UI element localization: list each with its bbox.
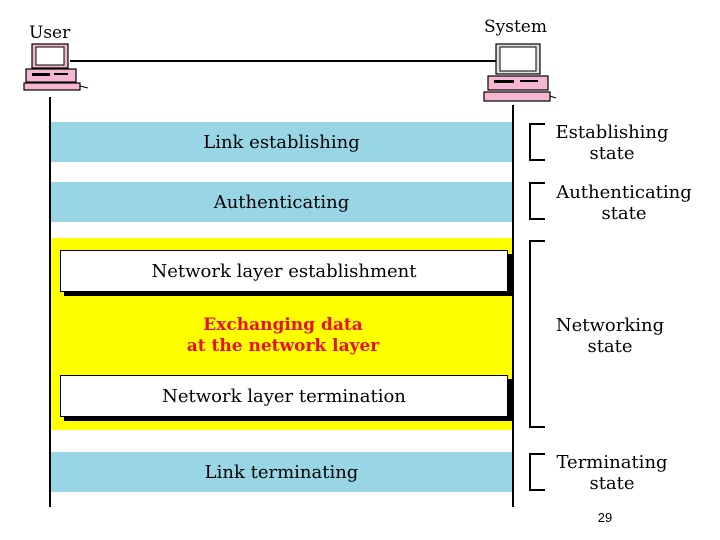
authenticating-state-line2: state bbox=[601, 203, 647, 224]
network-layer-establishment-box: Network layer establishment bbox=[60, 250, 508, 292]
link-establishing-band: Link establishing bbox=[51, 122, 512, 162]
establishing-state-line1: Establishing bbox=[555, 122, 669, 143]
terminating-state-line1: Terminating bbox=[556, 452, 668, 473]
system-computer-icon bbox=[483, 43, 557, 102]
system-label: System bbox=[484, 17, 547, 37]
network-layer-termination-label: Network layer termination bbox=[162, 385, 406, 407]
network-layer-termination-box: Network layer termination bbox=[60, 375, 508, 417]
networking-state-label: Networking state bbox=[535, 315, 685, 357]
exchanging-data-line2: at the network layer bbox=[186, 336, 380, 356]
terminating-state-line2: state bbox=[589, 473, 635, 494]
authenticating-state-label: Authenticating state bbox=[549, 182, 699, 224]
establishing-state-label: Establishing state bbox=[537, 122, 687, 164]
exchanging-data-text: Exchanging data at the network layer bbox=[60, 315, 506, 357]
user-timeline bbox=[49, 97, 51, 507]
link-terminating-label: Link terminating bbox=[204, 461, 359, 483]
authenticating-state-line1: Authenticating bbox=[556, 182, 692, 203]
authenticating-label: Authenticating bbox=[213, 191, 350, 213]
network-layer-establishment-label: Network layer establishment bbox=[151, 260, 417, 282]
terminating-bracket bbox=[529, 453, 545, 491]
link-establishing-label: Link establishing bbox=[203, 131, 360, 153]
establishing-state-line2: state bbox=[589, 143, 635, 164]
networking-bracket bbox=[529, 240, 545, 428]
establishing-bracket bbox=[529, 123, 545, 161]
authenticating-bracket bbox=[529, 182, 545, 220]
page-number: 29 bbox=[597, 510, 613, 525]
networking-state-line1: Networking bbox=[555, 315, 665, 336]
authenticating-band: Authenticating bbox=[51, 182, 512, 222]
link-terminating-band: Link terminating bbox=[51, 452, 512, 492]
terminating-state-label: Terminating state bbox=[537, 452, 687, 494]
system-timeline bbox=[512, 105, 514, 507]
exchanging-data-line1: Exchanging data bbox=[203, 315, 363, 335]
user-computer-icon bbox=[23, 43, 89, 91]
networking-state-line2: state bbox=[587, 336, 633, 357]
user-label: User bbox=[29, 23, 71, 43]
connection-line bbox=[70, 60, 502, 62]
